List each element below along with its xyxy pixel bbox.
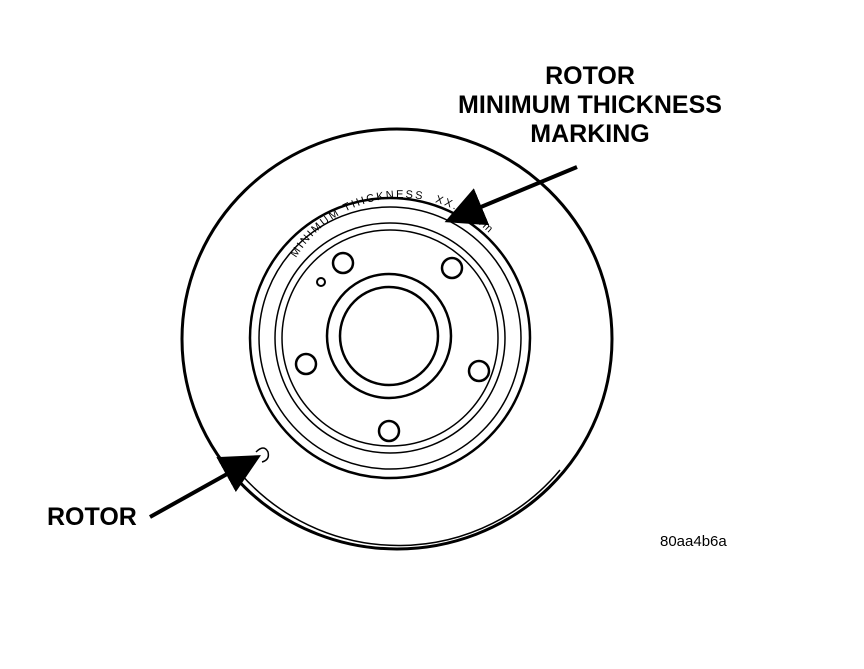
lug-hole [331, 251, 355, 275]
lug-hole [467, 359, 491, 383]
center-bore-outer [325, 272, 453, 400]
lug-hole [294, 352, 318, 376]
locator-hole [316, 277, 326, 287]
hub-ring-3 [274, 222, 506, 454]
rotor-stamp-text: MINIMUM THICKNESS XX.XXmm [288, 189, 496, 260]
rotor-outer-edge [180, 127, 614, 551]
hub-ring-2 [258, 206, 522, 470]
marking-callout: ROTOR MINIMUM THICKNESS MARKING [430, 62, 750, 149]
lug-hole [440, 256, 464, 280]
hub-outer-ring [248, 196, 532, 480]
rotor-arrow [149, 455, 261, 519]
hub-ring-4 [281, 229, 499, 447]
marking-callout-line-3: MARKING [530, 120, 650, 148]
lug-hole [377, 419, 401, 443]
rotor-callout: ROTOR [47, 503, 137, 531]
rotor-outer-shading [239, 469, 561, 547]
marking-callout-line-1: ROTOR [545, 62, 635, 90]
center-bore-inner [338, 285, 440, 387]
edge-mark [255, 447, 270, 463]
marking-callout-line-2: MINIMUM THICKNESS [458, 91, 722, 119]
marking-arrow [444, 165, 578, 226]
figure-code: 80aa4b6a [660, 533, 727, 550]
